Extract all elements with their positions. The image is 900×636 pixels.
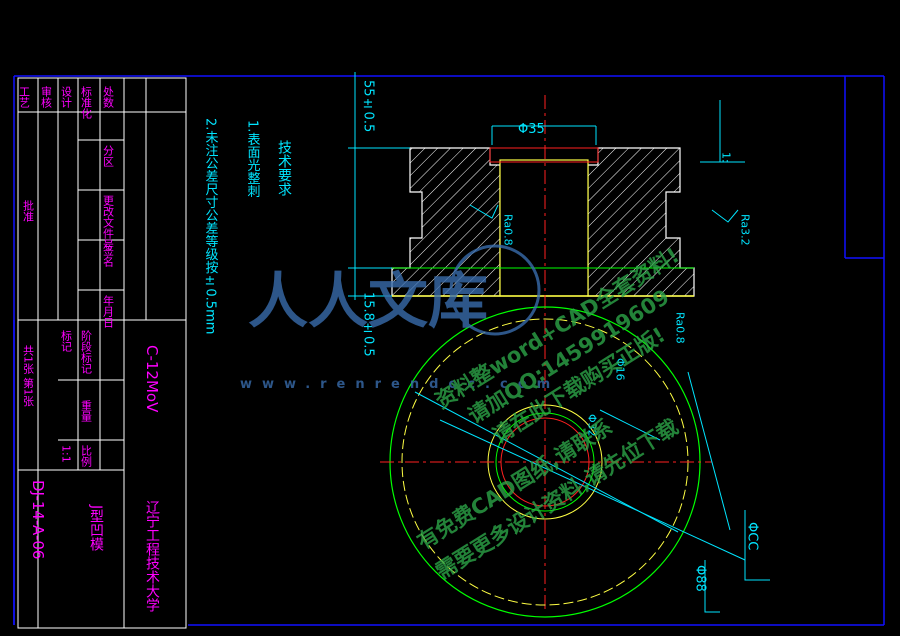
top-right-mark: 1:: [720, 152, 733, 163]
ra-left: Ra0.8: [502, 214, 515, 246]
dim-h15: 15.8±0.5: [361, 292, 376, 357]
title-block: [17, 77, 187, 629]
title-block-big: C-12MoV 辽宁工程技术大学 J型凹模 DJ-14-A-06: [29, 345, 161, 612]
tech-req-title: 技术要求: [276, 140, 292, 196]
watermark-logo: 人人文库: [248, 267, 488, 337]
material-label: C-12MoV: [143, 345, 161, 413]
part-name: J型凹模: [88, 504, 104, 551]
cell-biaoji: 标记: [60, 329, 73, 352]
cell-gongzhang: 共1张 第1张: [22, 345, 35, 407]
cell-jieduan: 阶段标记: [80, 329, 93, 374]
drawing-number: DJ-14-A-06: [29, 480, 47, 559]
scale-value: 1:1: [60, 445, 73, 463]
cell-fenqu: 分区: [102, 145, 115, 167]
dim-h55: 55±0.5: [361, 80, 376, 132]
cell-nianyueri: 年月日: [102, 294, 115, 328]
dim-d88: Φ88: [693, 565, 708, 592]
dim-d35: Φ35: [518, 122, 545, 137]
tech-requirements: 技术要求 1.表面光整刺 2.未注公差尺寸公差等级按±0.5mm: [203, 118, 293, 334]
cell-sheji: 设计: [60, 86, 73, 109]
cell-gongyi: 工艺: [18, 86, 31, 108]
cell-qianming: 签名: [102, 244, 115, 267]
cell-shenhe: 审核: [40, 85, 53, 109]
plan-view: [380, 306, 770, 618]
ra-right: Ra3.2: [739, 214, 752, 246]
section-view: [391, 95, 695, 610]
dimension-lines: [348, 72, 745, 300]
dim-d32: Φ32: [586, 414, 599, 437]
dim-d16: Φ16: [614, 358, 627, 381]
title-block-texts: 工艺 审核 设计 标准化 处数 分区 更改文件号 签名 年月日 标记 阶段标记 …: [18, 85, 115, 467]
tech-req-item-2: 2.未注公差尺寸公差等级按±0.5mm: [203, 118, 219, 334]
ra-mid: Ra0.8: [674, 312, 687, 344]
cell-pizhun: 批准: [22, 199, 35, 222]
cell-chushu: 处数: [102, 86, 115, 109]
drawing-frame: [13, 75, 885, 626]
school-name: 辽宁工程技术大学: [144, 500, 160, 612]
dim-dcc: ΦCC: [745, 522, 760, 550]
plan-dimension-texts: Φ32 Φ16 ΦCC Φ88: [586, 358, 760, 592]
cell-zhongliang: 重量: [80, 399, 93, 422]
tech-req-item-1: 1.表面光整刺: [245, 120, 261, 198]
cell-genggai: 更改文件号: [102, 195, 115, 251]
dimension-texts: Φ35 55±0.5 15.8±0.5 Ra0.8 Ra3.2 Ra0.8 1:: [361, 80, 752, 357]
cell-biaozhunhua: 标准化: [80, 85, 93, 120]
cell-bili: 比例: [80, 445, 93, 467]
watermark-site: www.renrendoc.com: [240, 377, 560, 392]
